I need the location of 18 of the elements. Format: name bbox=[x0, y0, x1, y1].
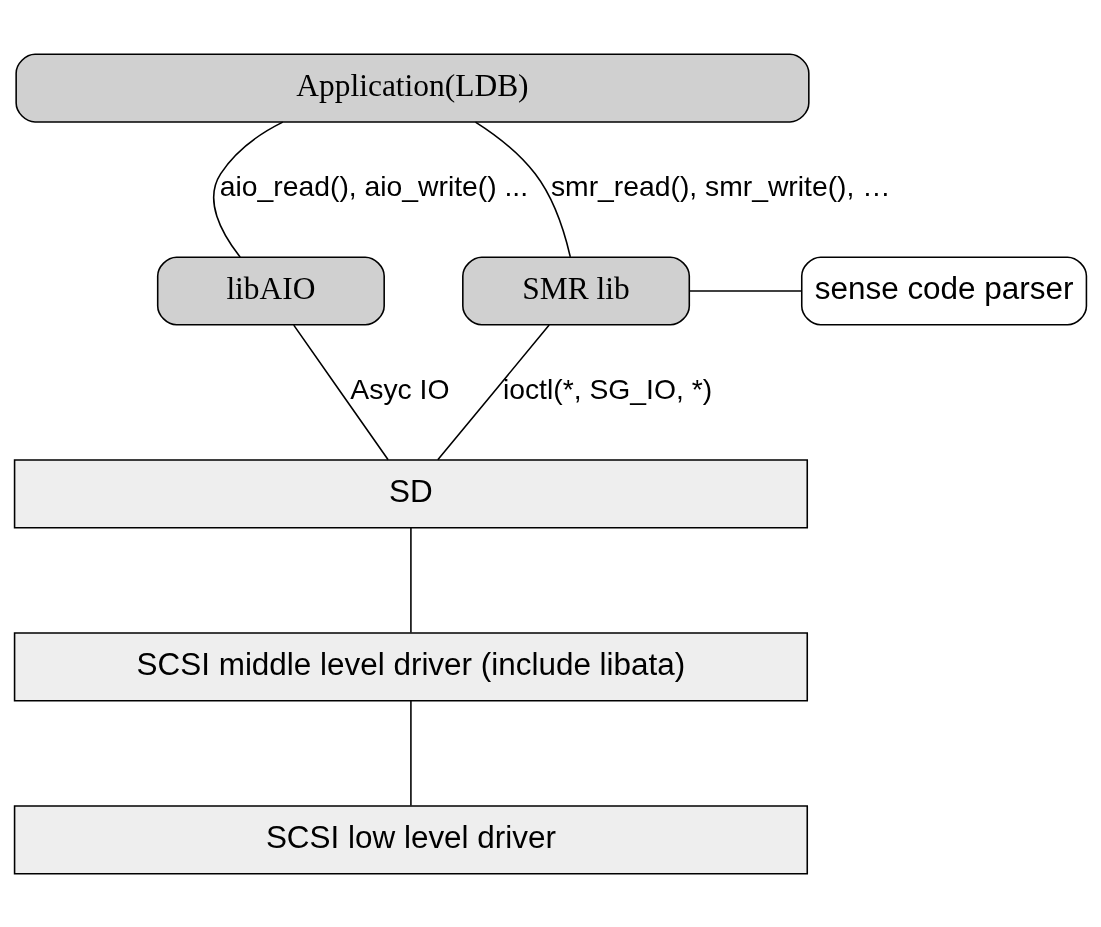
node-box: libAIO bbox=[156, 255, 385, 326]
node-box: sense code parser bbox=[800, 255, 1088, 326]
connector bbox=[292, 323, 389, 461]
connector bbox=[474, 120, 572, 258]
node-box: SD bbox=[13, 458, 809, 528]
connector bbox=[410, 526, 412, 633]
connector bbox=[437, 323, 550, 461]
node-box: SMR lib bbox=[462, 255, 691, 326]
edge-label: smr_read(), smr_write(), … bbox=[550, 169, 891, 202]
edge-label: Asyc IO bbox=[350, 372, 450, 405]
connector bbox=[410, 699, 412, 806]
connector bbox=[688, 289, 803, 292]
edge-label: ioctl(*, SG_IO, *) bbox=[502, 372, 713, 405]
node-box: SCSI middle level driver (include libata) bbox=[13, 631, 809, 701]
node-box: Application(LDB) bbox=[15, 53, 810, 123]
node-box: SCSI low level driver bbox=[13, 804, 809, 874]
edge-label: aio_read(), aio_write() ... bbox=[219, 169, 529, 202]
connector bbox=[213, 120, 284, 258]
